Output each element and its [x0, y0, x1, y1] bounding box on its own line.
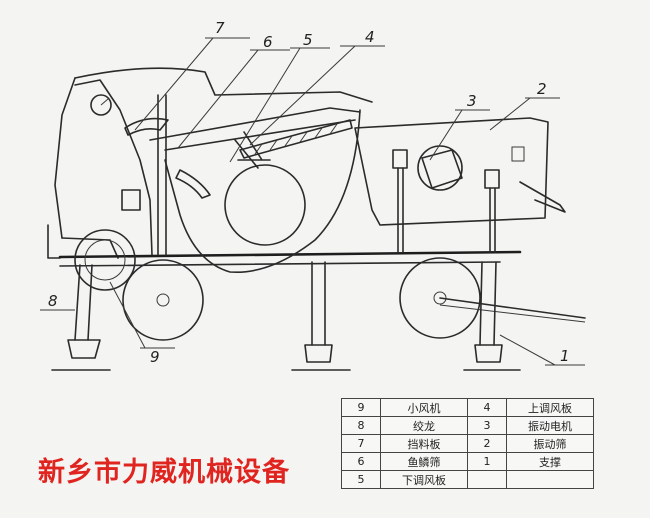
part-name: 振动电机: [506, 416, 594, 435]
callout-2: 2: [537, 80, 547, 98]
part-number: 6: [341, 452, 381, 471]
part-name: 绞龙: [380, 416, 468, 435]
callout-6: 6: [263, 33, 273, 51]
part-name: [506, 470, 594, 489]
table-row: 8 绞龙 3 振动电机: [341, 416, 594, 435]
part-number: 8: [341, 416, 381, 435]
part-number: 4: [467, 398, 507, 417]
part-name: 挡料板: [380, 434, 468, 453]
part-name: 上调风板: [506, 398, 594, 417]
parts-table: 9 小风机 4 上调风板 8 绞龙 3 振动电机 7 挡料板 2 振动筛 6 鱼…: [341, 398, 594, 489]
callout-1: 1: [560, 347, 570, 365]
leader-lines: [40, 37, 585, 366]
company-name: 新乡市力威机械设备: [38, 457, 290, 488]
callout-5: 5: [303, 31, 313, 49]
callout-4: 4: [365, 28, 375, 46]
part-number: 9: [341, 398, 381, 417]
callout-3: 3: [467, 92, 477, 110]
part-number: 3: [467, 416, 507, 435]
part-name: 小风机: [380, 398, 468, 417]
callout-9: 9: [150, 348, 160, 366]
table-row: 5 下调风板: [341, 470, 594, 489]
machine-body: [47, 67, 522, 274]
table-row: 7 挡料板 2 振动筛: [341, 434, 594, 453]
table-row: 6 鱼鳞筛 1 支撑: [341, 452, 594, 471]
part-number: 5: [341, 470, 381, 489]
part-number: 7: [341, 434, 381, 453]
part-name: 鱼鳞筛: [380, 452, 468, 471]
vibrating-screen: [354, 117, 566, 253]
callout-8: 8: [48, 292, 58, 310]
callout-7: 7: [215, 19, 225, 37]
table-row: 9 小风机 4 上调风板: [341, 398, 594, 417]
callout-numbers: 7 6 5 4 3 2 8 9 1: [48, 19, 570, 366]
part-name: 振动筛: [506, 434, 594, 453]
wheels: [122, 257, 586, 341]
inner-mechanisms: [74, 117, 306, 291]
part-name: 支撑: [506, 452, 594, 471]
part-number: 2: [467, 434, 507, 453]
part-number: [467, 470, 507, 489]
part-name: 下调风板: [380, 470, 468, 489]
part-number: 1: [467, 452, 507, 471]
support-legs: [51, 261, 521, 371]
